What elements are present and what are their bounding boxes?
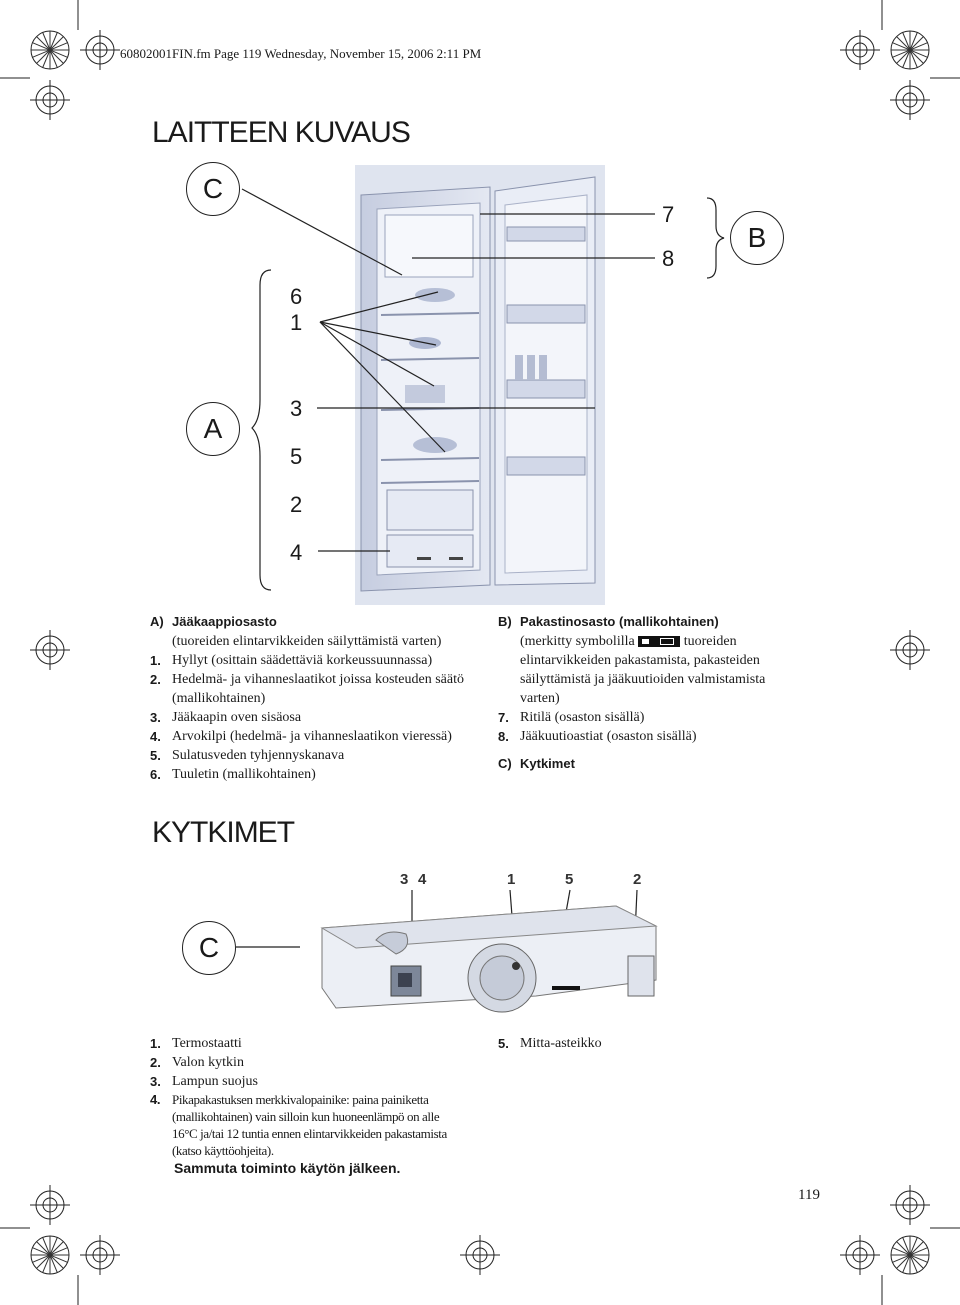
list-heading-b: B) Pakastinosasto (mallikohtainen) (merk…	[498, 612, 803, 708]
fridge-illustration	[355, 165, 605, 605]
list-subtitle: (tuoreiden elintarvikkeiden säilyttämist…	[172, 634, 442, 649]
list-title: Pakastinosasto (mallikohtainen)	[520, 614, 719, 629]
diagram-number: 7	[662, 202, 675, 227]
compartment-list-b: B) Pakastinosasto (mallikohtainen) (merk…	[498, 612, 803, 774]
list-item: 1.Hyllyt (osittain säädettäviä korkeussu…	[150, 653, 433, 668]
file-header: 60802001FIN.fm Page 119 Wednesday, Novem…	[120, 46, 482, 61]
compartment-list-a: A) Jääkaappiosasto (tuoreiden elintarvik…	[150, 612, 480, 784]
list-label: B)	[498, 614, 512, 629]
list-item: 6.Tuuletin (mallikohtainen)	[150, 767, 316, 782]
registration-mark	[889, 1184, 931, 1226]
list-item: 5.Sulatusveden tyhjennyskanava	[150, 748, 345, 763]
diagram-number: 2	[633, 871, 642, 888]
list-subtitle: (merkitty symbolilla	[520, 634, 635, 649]
list-item: 1.Termostaatti	[150, 1036, 242, 1051]
list-item: 3.Jääkaapin oven sisäosa	[150, 710, 302, 725]
registration-mark	[459, 1234, 501, 1276]
freezer-symbol-icon	[638, 636, 681, 648]
callout-c-controls: C	[182, 921, 236, 975]
registration-mark	[30, 1235, 70, 1275]
list-item: 5.Mitta-asteikko	[498, 1036, 602, 1051]
diagram-number: 6	[290, 284, 303, 309]
list-heading-a: A) Jääkaappiosasto (tuoreiden elintarvik…	[150, 612, 480, 651]
callout-b: B	[730, 211, 784, 265]
diagram-number: 5	[565, 871, 574, 888]
control-panel-illustration	[236, 889, 658, 1013]
list-item: 7.Ritilä (osaston sisällä)	[498, 710, 645, 725]
list-title: Jääkaappiosasto	[172, 614, 277, 629]
registration-mark	[29, 1184, 71, 1226]
diagram-number: 2	[290, 492, 303, 517]
list-item: 2.Hedelmä- ja vihanneslaatikot joissa ko…	[150, 672, 464, 706]
diagram-number: 3	[290, 396, 303, 421]
list-item: 2.Valon kytkin	[150, 1055, 244, 1070]
registration-mark	[890, 1235, 930, 1275]
list-item: 8.Jääkuutioastiat (osaston sisällä)	[498, 729, 697, 744]
page-number: 119	[798, 1187, 820, 1203]
section-title-controls: KYTKIMET	[152, 816, 295, 849]
registration-mark	[839, 1234, 881, 1276]
warning-text: Sammuta toiminto käytön jälkeen.	[174, 1160, 401, 1176]
diagram-number: 1	[290, 310, 303, 335]
controls-list: 1.Termostaatti 2.Valon kytkin 3.Lampun s…	[150, 1034, 455, 1178]
section-title: LAITTEEN KUVAUS	[152, 116, 411, 149]
list-item: 4.Arvokilpi (hedelmä- ja vihanneslaatiko…	[150, 729, 452, 744]
callout-a: A	[186, 402, 240, 456]
list-subtitle-cont: tuoreiden elintarvikkeiden pakastamista,…	[520, 634, 766, 706]
list-label: A)	[150, 614, 164, 629]
diagram-number: 8	[662, 246, 675, 271]
diagram-number: 3	[400, 871, 409, 888]
diagram-number: 5	[290, 444, 303, 469]
list-item: 3.Lampun suojus	[150, 1074, 258, 1089]
list-item: 4.Pikapakastuksen merkkivalopainike: pai…	[150, 1092, 447, 1158]
diagram-number: 4	[290, 540, 303, 565]
leader-lines	[241, 188, 725, 591]
controls-list-right: 5.Mitta-asteikko	[498, 1034, 698, 1053]
registration-mark	[79, 1234, 121, 1276]
callout-c: C	[186, 162, 240, 216]
diagram-number: 1	[507, 871, 516, 888]
diagram-number: 4	[418, 871, 427, 888]
list-heading-c: C) Kytkimet	[498, 756, 575, 771]
